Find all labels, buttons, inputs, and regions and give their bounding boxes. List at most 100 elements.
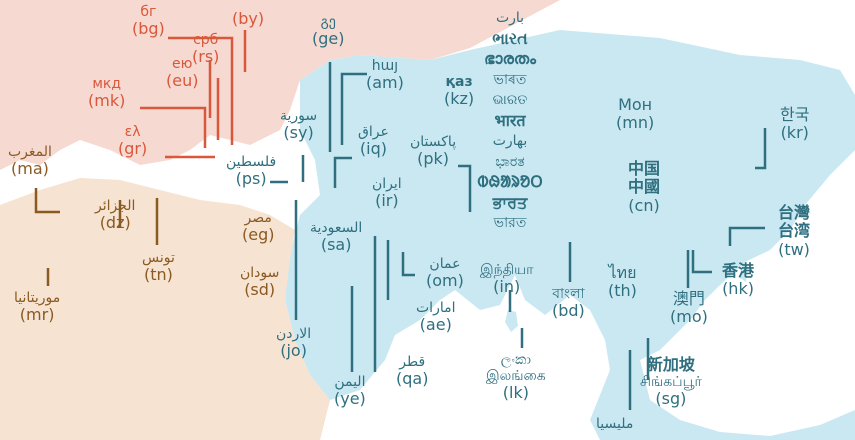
native-my: مليسيا <box>596 416 634 432</box>
native-mk: мкд <box>92 76 122 92</box>
india-script-8: ᱵᱷᱟᱨᱚᱛ <box>477 172 543 191</box>
native-gr: ελ <box>124 124 141 140</box>
label-by: (by) <box>232 9 265 28</box>
code-dz: (dz) <box>99 213 131 233</box>
label-bg: бг (bg) <box>132 4 165 38</box>
native-th: ไทย <box>608 263 637 282</box>
europe-landmass <box>0 0 560 170</box>
label-my: مليسيا <box>596 416 633 432</box>
label-lk: ලංකා இலங்கை (lk) <box>486 352 546 403</box>
asia-leader-lines <box>270 62 767 410</box>
label-sa: السعودية (sa) <box>310 220 362 254</box>
code-kr: (kr) <box>780 123 809 143</box>
native-pk: پاکستان <box>410 134 457 150</box>
native-mn: Мон <box>618 95 653 114</box>
label-sg: 新加坡 சிங்கப்பூர் (sg) <box>640 355 702 409</box>
label-jo: الاردن (jo) <box>276 326 311 360</box>
sri-lanka-island <box>505 310 518 332</box>
label-om: عمان (om) <box>426 256 464 290</box>
label-hk: 香港 (hk) <box>722 261 755 299</box>
label-gr: ελ (gr) <box>118 124 147 158</box>
code-mr: (mr) <box>19 305 55 325</box>
native-hk: 香港 <box>722 261 755 280</box>
label-cn: 中国 中國 (cn) <box>628 159 661 215</box>
native-cn-2: 中國 <box>628 177 661 197</box>
native-ma: المغرب <box>8 144 52 160</box>
africa-leader-lines <box>34 188 159 286</box>
label-ge: გე (ge) <box>312 14 344 48</box>
label-mo: 澳門 (mo) <box>670 289 708 327</box>
label-ae: امارات (ae) <box>416 300 455 334</box>
code-eu: (eu) <box>166 71 199 91</box>
leader-am <box>340 72 367 145</box>
label-tn: تونس (tn) <box>142 250 175 284</box>
native-lk-2: இலங்கை <box>486 368 546 385</box>
label-iq: عراق (iq) <box>358 124 389 158</box>
code-qa: (qa) <box>396 369 429 389</box>
label-bd: বাংলা (bd) <box>552 286 585 320</box>
label-eu: ею (eu) <box>166 56 198 90</box>
label-kr: 한국 (kr) <box>780 105 810 143</box>
india-script-3: ভাৰত <box>493 71 527 88</box>
native-bd: বাংলা <box>552 286 585 302</box>
native-dz: الجزائر <box>95 198 136 214</box>
leader-tw <box>728 226 765 246</box>
india-script-10: ভারত <box>493 215 527 231</box>
code-th: (th) <box>608 281 637 301</box>
native-cn: 中国 <box>628 159 661 178</box>
label-ir: ایران (ir) <box>372 176 402 210</box>
native-am: հայ <box>371 58 399 74</box>
code-tw: (tw) <box>778 239 810 259</box>
native-sa: السعودية <box>310 220 363 236</box>
india-script-2: ഭാരതം <box>484 49 536 68</box>
native-eu: ею <box>172 56 193 72</box>
india-script-5: भारत <box>494 110 526 130</box>
code-ae: (ae) <box>419 315 452 335</box>
leader-pk <box>458 164 472 212</box>
code-am: (am) <box>366 73 404 93</box>
code-jo: (jo) <box>280 341 307 361</box>
code-pk: (pk) <box>417 149 449 169</box>
taiwan-island <box>740 262 748 282</box>
leader-hk <box>691 250 712 274</box>
code-mn: (mn) <box>616 113 655 133</box>
native-ge: გე <box>320 14 336 30</box>
code-ps: (ps) <box>235 169 267 189</box>
label-mn: Мон (mn) <box>616 95 655 133</box>
native-rs: срб <box>193 32 219 48</box>
native-mo: 澳門 <box>672 289 705 308</box>
code-sd: (sd) <box>244 280 276 300</box>
native-qa: قطر <box>399 354 426 370</box>
code-sg: (sg) <box>655 389 687 409</box>
label-eg: مصر (eg) <box>242 210 274 244</box>
india-scripts: بارت ભારત ഭാരതം ভাৰত ଭାରତ भारत بھارت ಭಾರ… <box>470 8 550 234</box>
code-sy: (sy) <box>283 123 314 143</box>
leader-om <box>401 252 415 277</box>
code-lk: (lk) <box>502 383 529 403</box>
leader-ma <box>34 188 60 214</box>
native-in: இந்தியா <box>480 262 534 278</box>
code-om: (om) <box>426 271 464 291</box>
code-ir: (ir) <box>375 191 399 211</box>
label-kz: қаз (kz) <box>444 74 474 108</box>
label-mk: мкд (mk) <box>88 76 125 110</box>
label-in: இந்தியா (in) <box>480 262 533 296</box>
label-pk: پاکستان (pk) <box>410 134 456 168</box>
korea-peninsula <box>752 150 775 195</box>
leader-mk <box>140 106 207 148</box>
native-eg: مصر <box>244 210 272 226</box>
native-kr: 한국 <box>780 105 810 124</box>
label-mr: موريتانيا (mr) <box>14 290 60 324</box>
code-by: (by) <box>232 9 265 28</box>
native-bg: бг <box>140 4 157 20</box>
africa-landmass <box>0 178 330 440</box>
code-cn: (cn) <box>628 195 660 215</box>
code-ye: (ye) <box>334 389 366 409</box>
native-tw-2: 台湾 <box>778 221 811 241</box>
code-tn: (tn) <box>143 265 173 285</box>
code-ge: (ge) <box>312 29 345 49</box>
label-am: հայ (am) <box>366 58 404 92</box>
native-ae: امارات <box>416 300 456 316</box>
code-mo: (mo) <box>670 307 708 327</box>
